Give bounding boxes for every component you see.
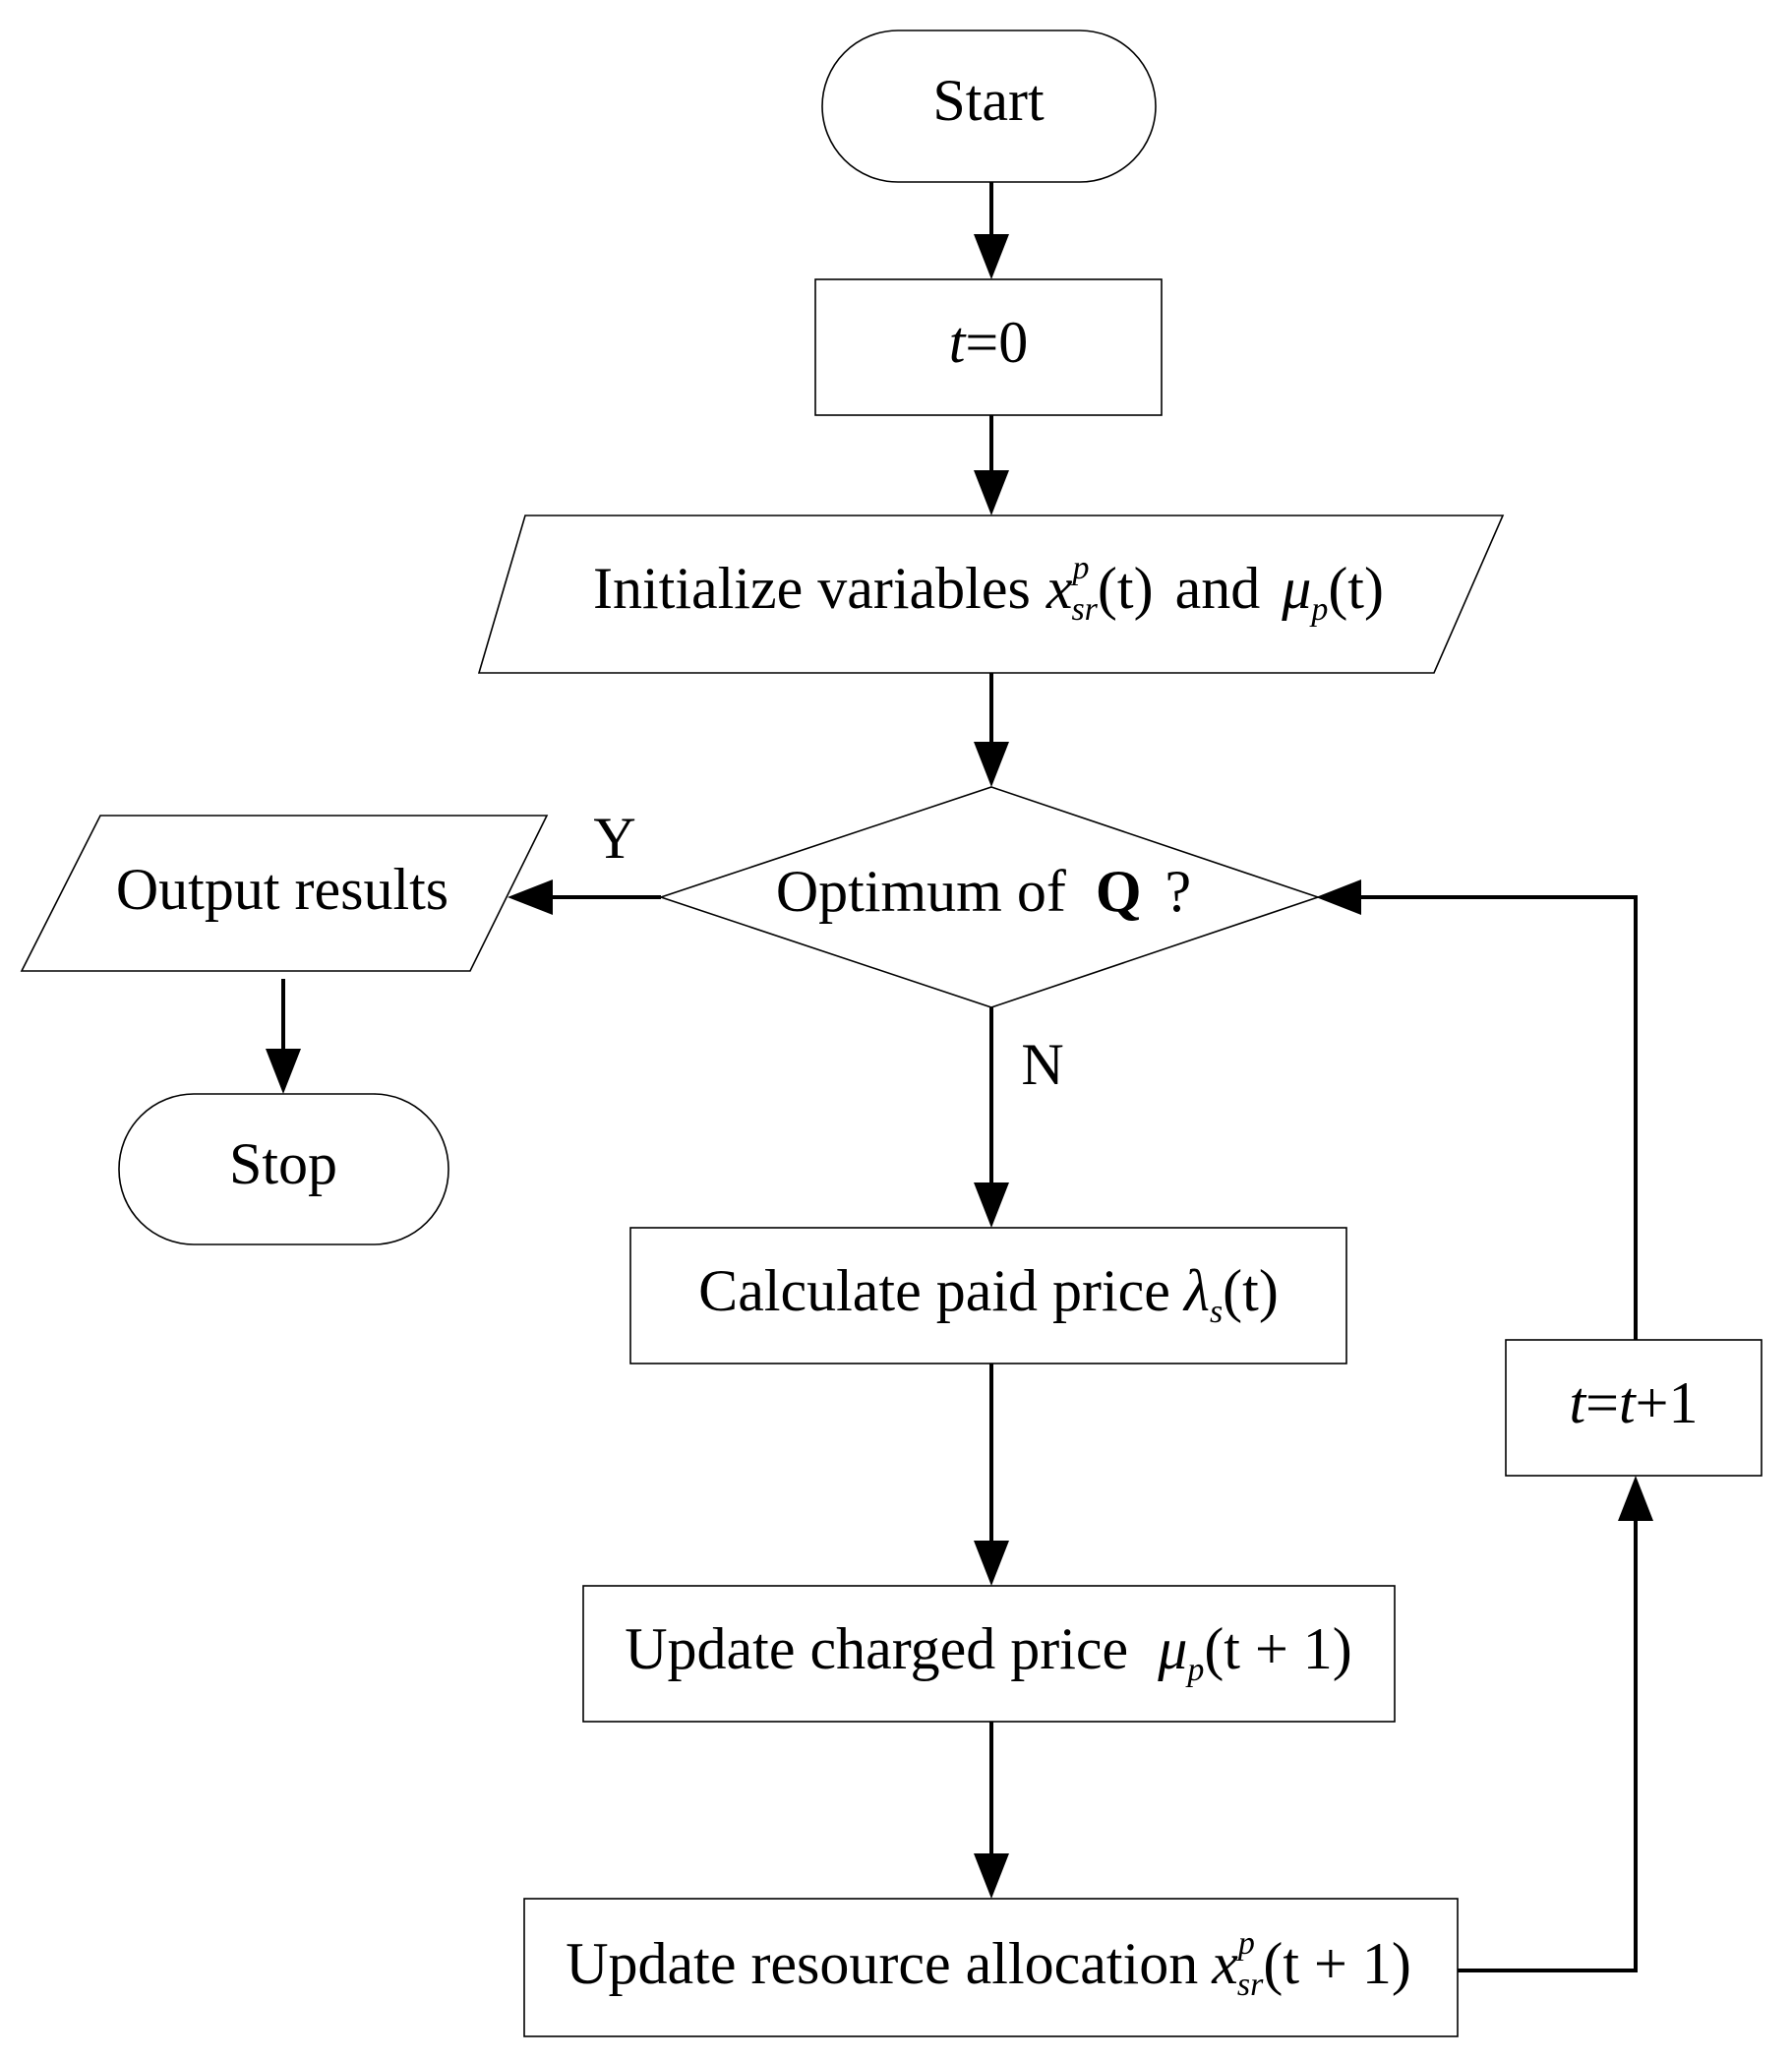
node-update-charged [582, 1585, 1396, 1723]
arrowhead [974, 1541, 1009, 1586]
node-update-alloc [523, 1898, 1459, 2037]
edge-update-alloc-to-increment [1458, 1521, 1638, 1972]
node-decision [658, 786, 1321, 1008]
stop-label: Stop [229, 1131, 337, 1196]
arrowhead [974, 470, 1009, 515]
edge-increment-to-decision [1361, 895, 1638, 1340]
node-stop [118, 1093, 449, 1245]
node-start [821, 30, 1157, 183]
arrowhead [266, 1049, 301, 1094]
node-increment [1505, 1339, 1762, 1477]
arrowhead [974, 742, 1009, 787]
edge-label-no: N [1021, 1032, 1063, 1097]
arrowhead [974, 1182, 1009, 1228]
increment-label: t=t+1 [1569, 1370, 1698, 1435]
arrowhead [974, 234, 1009, 279]
node-init-vars [477, 515, 1505, 674]
start-label: Start [932, 68, 1045, 133]
node-init-t [814, 278, 1163, 416]
arrowhead [508, 879, 553, 915]
arrowhead [974, 1853, 1009, 1899]
node-calc-price [629, 1227, 1347, 1364]
arrowhead [1316, 879, 1361, 915]
node-output [20, 815, 549, 972]
edge-label-yes: Y [593, 806, 635, 871]
output-label: Output results [116, 857, 448, 922]
init-t-label: t=0 [949, 310, 1029, 375]
arrowhead [1618, 1476, 1653, 1521]
